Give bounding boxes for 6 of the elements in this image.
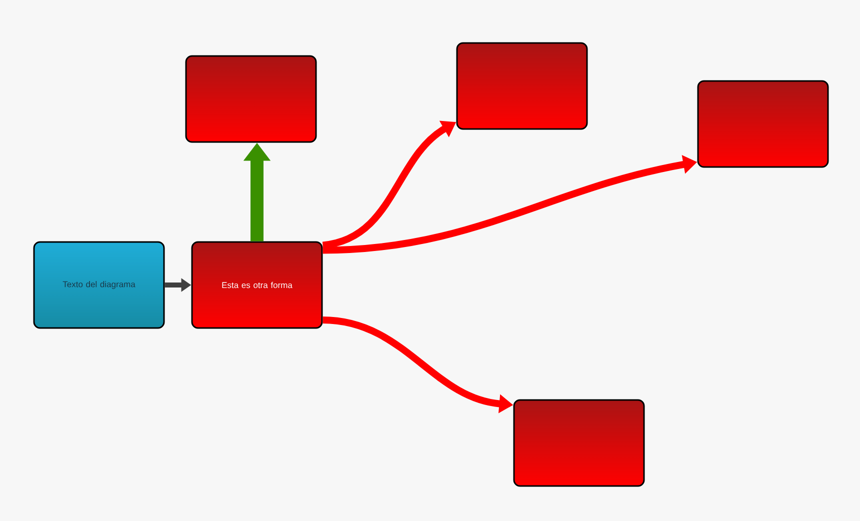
text-box: Esta es otra forma — [191, 241, 323, 329]
shape-box — [513, 399, 645, 487]
shape-box — [185, 55, 317, 143]
shape-box — [697, 80, 829, 168]
shape-box — [456, 42, 588, 130]
text-box: Texto del diagrama — [33, 241, 165, 329]
